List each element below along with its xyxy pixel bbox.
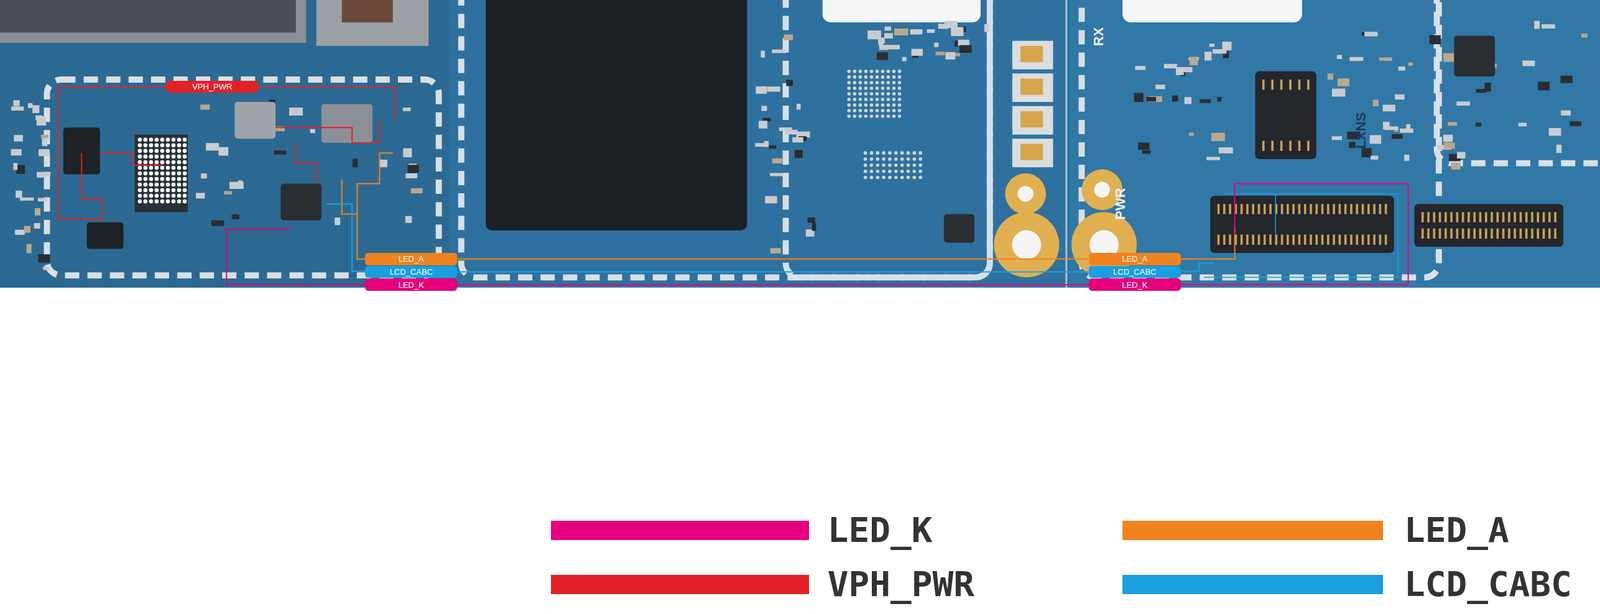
pcb-trace	[226, 229, 366, 285]
shield-frame	[786, 0, 990, 278]
legend-label: LED_A	[1404, 513, 1510, 548]
trace-connector	[457, 284, 1089, 286]
pcb-trace	[326, 203, 366, 272]
shield-frame	[1437, 0, 1600, 164]
pcb-trace	[1180, 226, 1235, 260]
shield-frame	[461, 0, 990, 278]
pcb-trace	[1180, 183, 1409, 285]
net-tag: LED_A	[365, 253, 458, 266]
trace-connector	[457, 258, 1089, 260]
pcb-trace	[101, 152, 163, 166]
silkscreen-text: PWR	[1112, 188, 1129, 221]
board-connector	[1210, 195, 1394, 254]
pcb-ground	[0, 0, 1600, 288]
net-tag: LED_A	[1088, 253, 1181, 266]
pcb-trace	[58, 86, 103, 219]
net-name: LED_A	[398, 254, 425, 264]
board-connector	[1254, 71, 1316, 160]
pcb-trace	[342, 179, 358, 215]
net-name: LCD_CABC	[1113, 268, 1157, 277]
net-tag: LED_K	[1088, 278, 1181, 292]
legend-swatch	[1122, 521, 1383, 541]
legend-label: LCD_CABC	[1404, 567, 1573, 602]
net-tag: VPH_PWR	[166, 80, 259, 94]
net-tag: LCD_CABC	[365, 266, 458, 279]
net-name: LED_A	[1121, 254, 1148, 264]
silkscreen-text: LXNS	[1353, 112, 1370, 150]
legend-label: LED_K	[827, 513, 933, 548]
net-name: LED_K	[1121, 281, 1148, 290]
net-name: LCD_CABC	[389, 268, 433, 277]
pcb-trace	[295, 143, 317, 185]
pcb-trace	[1180, 263, 1215, 272]
pcb-trace	[1203, 194, 1398, 278]
shield-frame	[46, 79, 439, 276]
pcb-trace	[1275, 194, 1277, 236]
memory-chip	[485, 0, 747, 231]
net-tag: LCD_CABC	[1088, 266, 1181, 279]
legend-swatch	[550, 575, 810, 595]
silkscreen-text: RX	[1090, 27, 1107, 47]
board-connector	[1414, 203, 1564, 247]
net-name: VPH_PWR	[192, 82, 232, 91]
net-name: LED_K	[398, 281, 425, 290]
legend-swatch	[550, 521, 810, 541]
legend-swatch	[1122, 575, 1383, 595]
pcb-trace	[356, 152, 393, 260]
net-tag: LED_K	[365, 278, 458, 292]
legend-label: VPH_PWR	[827, 567, 975, 602]
trace-connector	[457, 271, 1089, 273]
pcb-trace	[275, 120, 380, 144]
